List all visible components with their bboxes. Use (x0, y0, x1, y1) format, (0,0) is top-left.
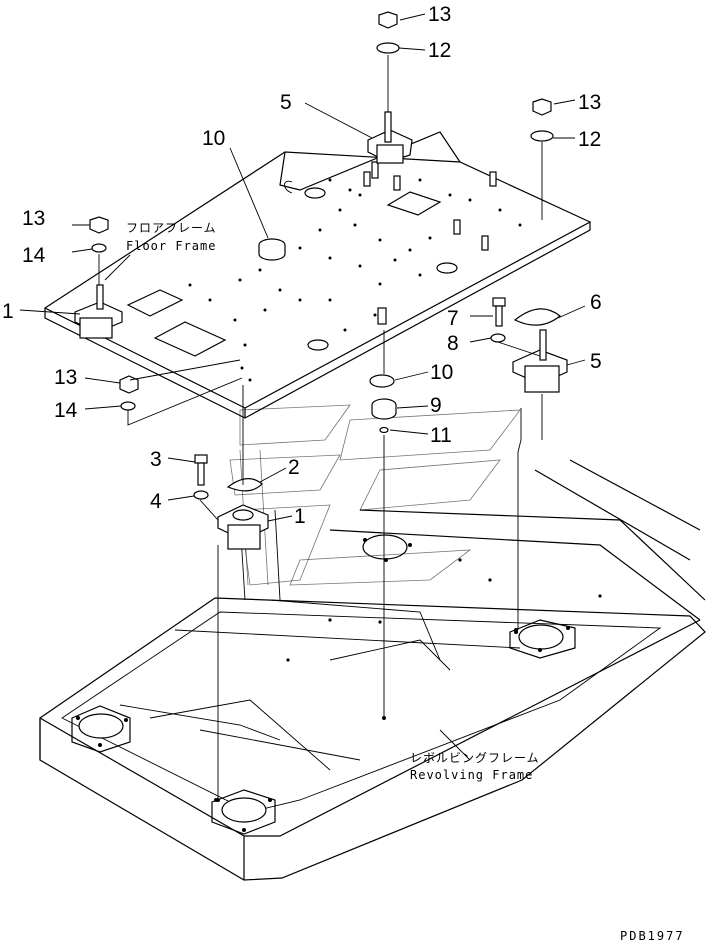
bolt-3 (194, 454, 208, 486)
washer-8 (490, 333, 506, 343)
stud-center (377, 307, 387, 325)
washer-12-top (376, 42, 400, 54)
revolving-frame-label-jp: レボルビングフレーム (410, 751, 540, 765)
revolving-frame (39, 459, 706, 881)
floor-frame-holes (188, 178, 522, 382)
callout-5-right: 5 (590, 350, 602, 373)
assembly-lines (98, 55, 543, 800)
mount-pad-rear-left (211, 789, 276, 835)
washer-11 (379, 426, 389, 434)
spacer-10-top (258, 238, 286, 261)
nut-13-right (532, 98, 552, 116)
mount-pad-front-right (362, 534, 412, 562)
washer-4 (193, 490, 209, 500)
callout-7: 7 (447, 307, 459, 330)
callout-14-lower: 14 (54, 399, 78, 422)
mount-pad-front-left (71, 705, 131, 753)
bolt-7 (492, 297, 506, 327)
floor-frame (43, 131, 592, 419)
leader-lines (19, 13, 586, 761)
callout-numbers: 13 12 5 13 12 10 13 14 1 13 14 3 4 2 1 7… (2, 3, 602, 528)
callout-1-lower: 1 (294, 505, 306, 528)
washer-14-left (91, 243, 107, 253)
callout-10-top: 10 (202, 127, 225, 150)
nut-13-top (378, 11, 398, 29)
washer-14-lower (120, 401, 136, 411)
callout-12-right: 12 (578, 128, 601, 151)
callout-12-top: 12 (428, 39, 451, 62)
callout-14-left: 14 (22, 244, 46, 267)
washer-12-right (530, 130, 554, 142)
callout-8: 8 (447, 332, 459, 355)
spacer-10-lower (369, 374, 395, 388)
mount-rubber-front-left (74, 284, 123, 339)
mount-pad-rear-right (509, 619, 576, 659)
callout-10-lower: 10 (430, 361, 453, 384)
callout-13-top: 13 (428, 3, 451, 26)
callout-5-top: 5 (280, 91, 292, 114)
shim-plate-6 (513, 308, 561, 326)
callout-3: 3 (150, 448, 162, 471)
mount-rubber-right (512, 329, 568, 393)
spacer-9 (371, 398, 397, 420)
floor-frame-label-en: Floor Frame (126, 239, 216, 253)
nut-13-lower (119, 375, 139, 394)
callout-13-lower: 13 (54, 366, 77, 389)
shim-plate-2 (226, 478, 263, 492)
callout-11: 11 (430, 424, 452, 447)
nut-13-left (89, 216, 109, 234)
callout-6: 6 (590, 291, 602, 314)
callout-1-left: 1 (2, 300, 14, 323)
mount-rubber-rear-top (367, 111, 413, 164)
drawing-code: PDB1977 (620, 929, 685, 943)
callout-13-right: 13 (578, 91, 601, 114)
revolving-frame-label-en: Revolving Frame (410, 768, 533, 782)
floor-frame-label-jp: フロアフレーム (126, 221, 217, 235)
callout-2: 2 (288, 456, 300, 479)
mount-rubber-lower-left (217, 504, 269, 550)
callout-13-left: 13 (22, 207, 45, 230)
callout-9: 9 (430, 394, 442, 417)
callout-4: 4 (150, 490, 162, 513)
